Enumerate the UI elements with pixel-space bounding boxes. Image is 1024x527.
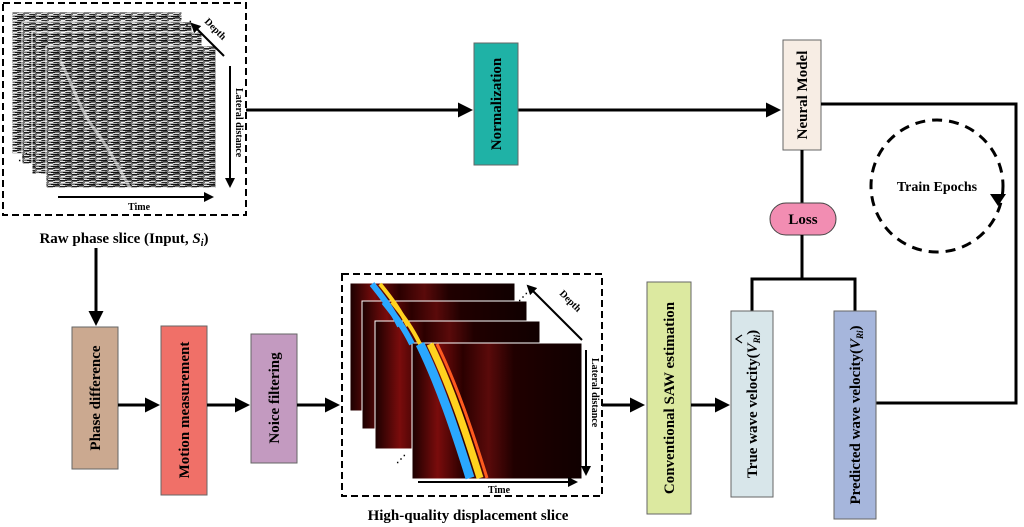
conventional-saw-label: Conventional SAW estimation <box>662 301 678 494</box>
normalization-box: Normalization <box>473 42 519 166</box>
predicted-wave-velocity-label: Predicted wave velocity(VRi) <box>848 325 865 504</box>
displacement-caption: High-quality displacement slice <box>368 508 569 524</box>
phase-difference-box: Phase difference <box>71 326 119 470</box>
disp-time-label: Time <box>488 485 511 496</box>
raw-time-label: Time <box>128 202 151 213</box>
phase-difference-label: Phase difference <box>88 345 104 450</box>
noise-filtering-label: Noice filtering <box>267 352 283 444</box>
neural-model-label: Neural Model <box>795 51 811 140</box>
displacement-slice-panel: ⋰ ⋰ Depth Lateral distance Time <box>341 273 603 497</box>
noise-filtering-box: Noice filtering <box>250 333 298 464</box>
svg-text:⋰: ⋰ <box>518 292 528 303</box>
raw-lateral-label: Lateral distance <box>233 88 244 158</box>
true-wave-velocity-label: True wave velocity(VRi) <box>745 330 762 478</box>
train-epochs-label: Train Epochs <box>897 180 978 195</box>
disp-lateral-label: Lateral distance <box>589 358 600 428</box>
motion-measurement-label: Motion measurement <box>177 342 193 479</box>
raw-phase-caption: Raw phase slice (Input, Si) <box>39 231 208 249</box>
svg-text:⋰: ⋰ <box>18 152 28 163</box>
train-epochs-cycle: Train Epochs <box>869 118 1006 254</box>
motion-measurement-box: Motion measurement <box>160 325 208 496</box>
true-wave-velocity-box: True wave velocity(VRi) <box>730 310 774 498</box>
predicted-wave-velocity-box: Predicted wave velocity(VRi) <box>833 310 877 520</box>
neural-model-box: Neural Model <box>782 39 822 151</box>
raw-slice-layer <box>45 45 217 189</box>
loss-box: Loss <box>769 202 837 236</box>
disp-depth-label: Depth <box>557 288 584 315</box>
svg-text:⋰: ⋰ <box>396 454 406 465</box>
svg-text:⋰: ⋰ <box>182 20 192 31</box>
conventional-saw-box: Conventional SAW estimation <box>646 281 692 515</box>
raw-phase-slice-panel: ⋰ ⋰ Depth Lateral distance Time <box>2 2 247 216</box>
loss-label: Loss <box>788 212 817 228</box>
normalization-label: Normalization <box>489 57 505 150</box>
